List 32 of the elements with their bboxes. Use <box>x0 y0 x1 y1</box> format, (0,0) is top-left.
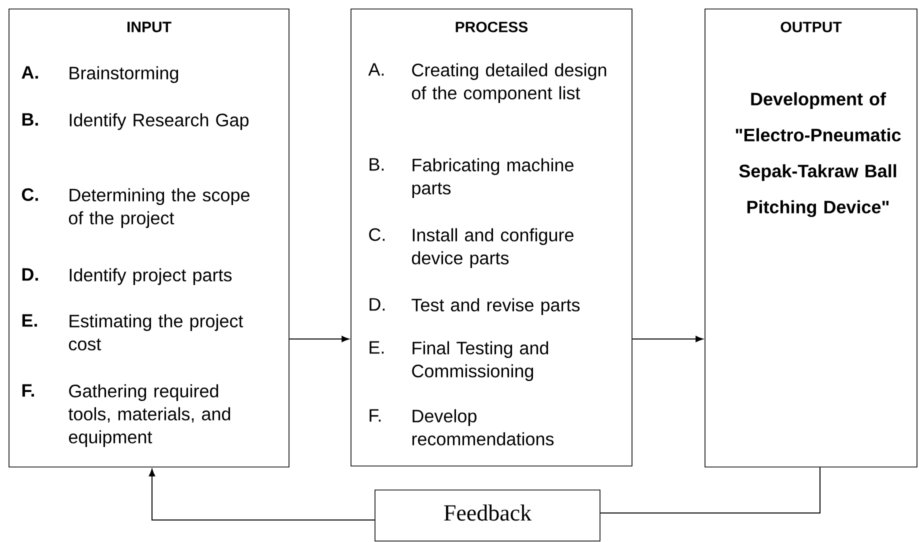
box-heading: INPUT <box>128 22 172 32</box>
list-item: Estimating the project cost <box>68 314 244 350</box>
list-item: Gathering required tools, materials, and equipment <box>68 384 230 447</box>
list-letter: A. <box>22 66 38 79</box>
list-item: Final Testing and Commissioning <box>412 341 548 381</box>
list-item: Install and configure device parts <box>412 228 574 268</box>
list-letter: C. <box>369 228 385 241</box>
list-item: Determining the scope of the project <box>68 188 250 228</box>
arrow <box>632 336 704 342</box>
list-item: Creating detailed design of the component list <box>412 63 606 103</box>
list-letter: F. <box>370 409 381 422</box>
box-heading: PROCESS <box>456 22 528 32</box>
arrow <box>288 336 350 342</box>
arrow <box>148 468 376 520</box>
list-letter: B. <box>22 113 38 126</box>
list-letter: E. <box>370 341 384 354</box>
list-item: Identify project parts <box>70 268 232 285</box>
list-item: Fabricating machine parts <box>412 158 574 198</box>
list-item: Develop recommendations <box>412 409 554 446</box>
list-letter: C. <box>22 188 38 201</box>
box-heading: OUTPUT <box>780 22 842 32</box>
feedback-box: Feedback <box>374 490 600 542</box>
list-letter: D. <box>370 298 385 311</box>
list-letter: D. <box>22 268 38 281</box>
list-item: Test and revise parts <box>412 298 580 315</box>
list-letter: E. <box>22 314 37 327</box>
list-letter: B. <box>370 158 384 171</box>
list-item: Identify Research Gap <box>70 113 248 130</box>
output-text: Development of "Electro-Pneumatic Sepak-Takraw Ball Pitching Device" <box>736 92 901 218</box>
list-letter: A. <box>368 63 384 76</box>
list-item: Brainstorming <box>70 66 178 83</box>
list-letter: F. <box>22 384 34 397</box>
